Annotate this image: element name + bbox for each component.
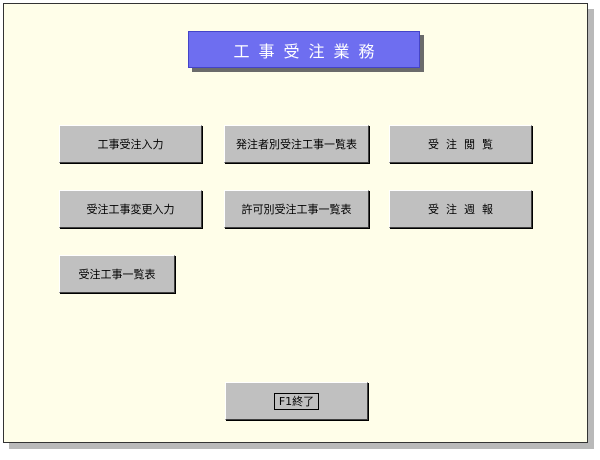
juchu-koji-henko-input-button[interactable]: 受注工事変更入力 xyxy=(59,190,202,228)
exit-button[interactable]: F1終了 xyxy=(225,382,368,420)
kyoka-list-button[interactable]: 許可別受注工事一覧表 xyxy=(224,190,369,228)
koji-juchu-input-button[interactable]: 工事受注入力 xyxy=(59,125,202,163)
juchu-koji-list-button[interactable]: 受注工事一覧表 xyxy=(59,255,175,293)
juchu-etsuran-button[interactable]: 受注閲覧 xyxy=(389,125,532,163)
hatchusha-list-button[interactable]: 発注者別受注工事一覧表 xyxy=(224,125,369,163)
title-banner: 工事受注業務 xyxy=(188,31,424,72)
juchu-shuho-button[interactable]: 受注週報 xyxy=(389,190,532,228)
exit-button-label: F1終了 xyxy=(273,392,320,410)
page-title: 工事受注業務 xyxy=(188,31,420,68)
